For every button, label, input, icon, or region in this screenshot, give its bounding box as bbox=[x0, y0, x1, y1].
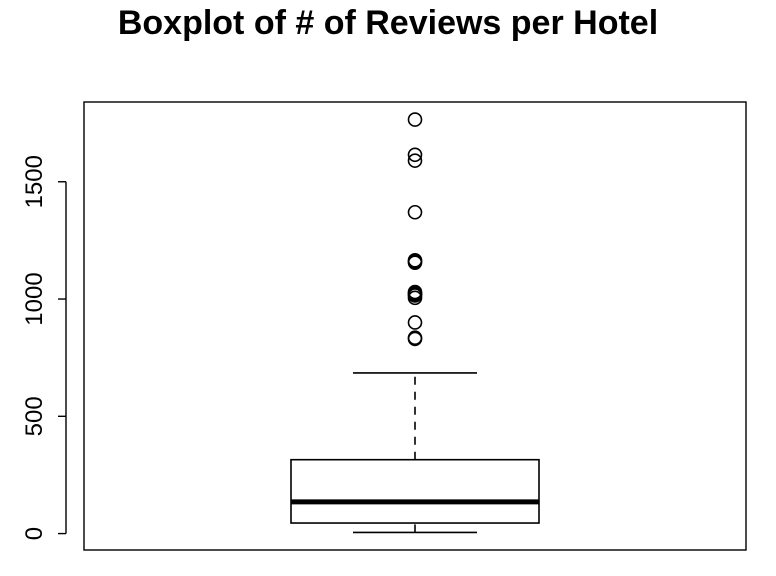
box-group bbox=[290, 372, 540, 534]
y-tick-label: 1500 bbox=[21, 155, 48, 208]
outlier-point bbox=[407, 204, 423, 220]
outlier-point bbox=[407, 112, 423, 127]
outlier-point bbox=[407, 153, 423, 168]
outlier-point bbox=[407, 330, 423, 346]
outlier-point bbox=[407, 147, 423, 163]
outlier-point bbox=[407, 315, 423, 330]
y-tick-label: 0 bbox=[21, 527, 48, 540]
outlier-point bbox=[407, 253, 423, 268]
y-tick-label: 1000 bbox=[21, 272, 48, 325]
outlier-group bbox=[407, 112, 423, 347]
y-tick-label: 500 bbox=[21, 396, 48, 436]
chart-title: Boxplot of # of Reviews per Hotel bbox=[117, 4, 659, 42]
iqr-box bbox=[290, 458, 540, 524]
plot-frame bbox=[83, 101, 747, 551]
y-axis-ticks: 0 500 1000 1500 bbox=[21, 155, 66, 540]
outlier-point bbox=[407, 284, 423, 300]
